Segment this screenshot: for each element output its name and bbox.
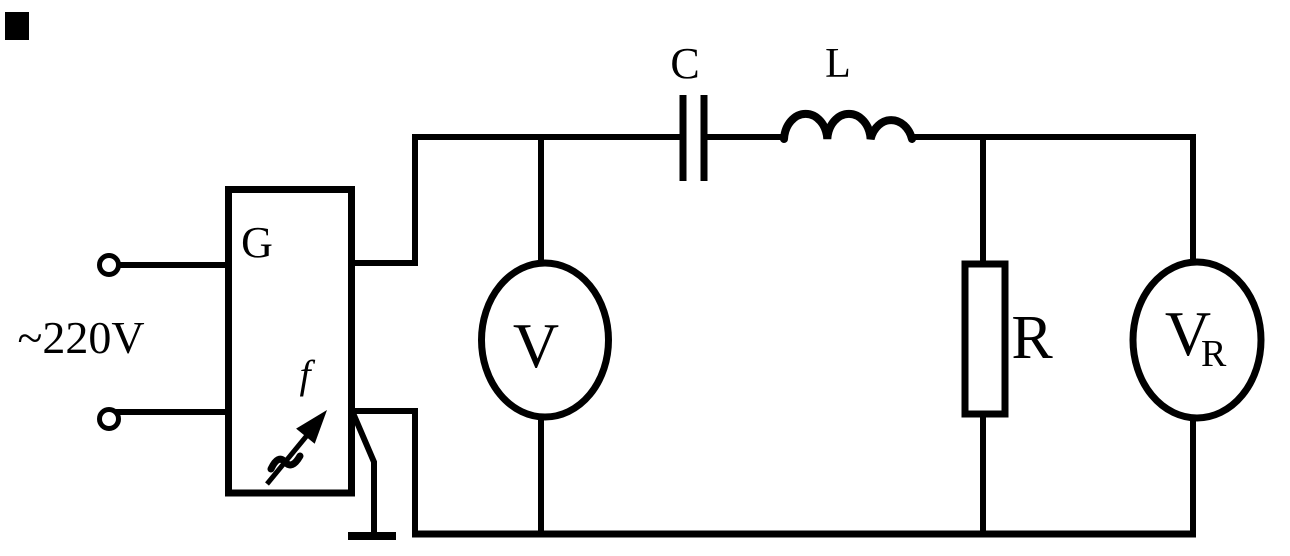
- frequency-adjust-arrow-shaft: [265, 431, 311, 486]
- voltmeter-v-symbol: [478, 259, 612, 421]
- switch-blade: [350, 411, 377, 540]
- wire-bottom-port-riser: [352, 408, 418, 537]
- signal-generator-box: [225, 186, 355, 497]
- inductor-label: L: [825, 41, 851, 87]
- resistor-label: R: [1011, 304, 1053, 372]
- capacitor-label: C: [670, 39, 699, 88]
- inductor-symbol: [780, 109, 916, 143]
- voltmeter-label: V: [513, 310, 559, 381]
- input-terminal-bottom-icon: [97, 407, 121, 431]
- resistor-symbol: [961, 260, 1009, 418]
- scan-artifact: [5, 12, 29, 40]
- frequency-adjust-arrow-icon: [296, 410, 327, 444]
- wire-top-rail-left: [352, 134, 681, 266]
- voltmeter-r-subscript: R: [1201, 333, 1227, 375]
- voltmeter-r-label: V: [1165, 298, 1211, 369]
- input-terminal-top-icon: [97, 253, 121, 277]
- frequency-label: f: [299, 352, 315, 397]
- generator-label: G: [241, 218, 273, 267]
- voltmeter-vr-symbol: [1129, 258, 1265, 422]
- ac-tilde-icon: [267, 452, 304, 473]
- wire-top-rail-right: [909, 134, 1196, 263]
- source-voltage-label: ~220V: [17, 312, 144, 363]
